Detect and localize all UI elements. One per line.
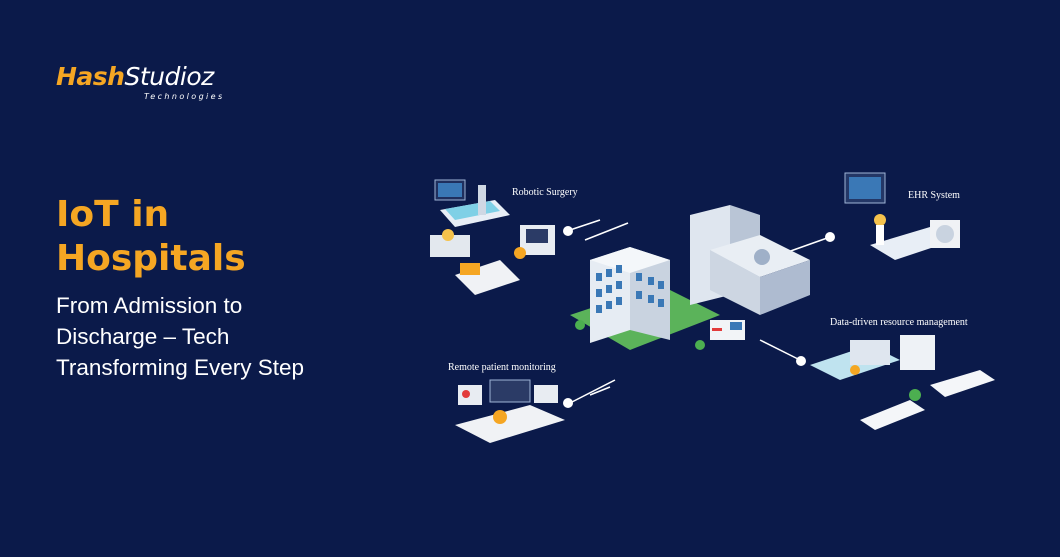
logo-part-studioz: Studioz	[124, 62, 214, 91]
label-robotic-surgery: Robotic Surgery	[512, 187, 578, 198]
robotic-surgery-scene	[430, 179, 555, 295]
remote-monitoring-scene	[455, 379, 565, 443]
logo-wordmark: HashStudioz	[56, 62, 214, 92]
logo-part-hash: Hash	[56, 62, 125, 91]
subheadline-line-3: Transforming Every Step	[56, 355, 305, 380]
subheadline: From Admission to Discharge – Tech Trans…	[56, 290, 304, 383]
headline-line-2: Hospitals	[56, 238, 246, 279]
connector-lines	[569, 219, 831, 404]
label-remote-monitoring: Remote patient monitoring	[448, 362, 556, 373]
subheadline-line-2: Discharge – Tech	[56, 324, 230, 349]
headline: IoT in Hospitals	[56, 193, 246, 281]
logo-tagline: Technologies	[144, 92, 225, 101]
resource-management-scene	[810, 335, 995, 430]
label-data-driven: Data-driven resource management	[830, 317, 968, 328]
hospital-buildings	[570, 205, 810, 350]
label-ehr-system: EHR System	[908, 190, 960, 201]
subheadline-line-1: From Admission to	[56, 293, 243, 318]
headline-line-1: IoT in	[56, 194, 170, 235]
ehr-system-scene	[844, 172, 960, 260]
iot-hospital-illustration: Robotic Surgery	[430, 172, 995, 443]
brand-logo[interactable]: HashStudioz Technologies	[56, 62, 256, 106]
connector-dots	[563, 226, 835, 408]
